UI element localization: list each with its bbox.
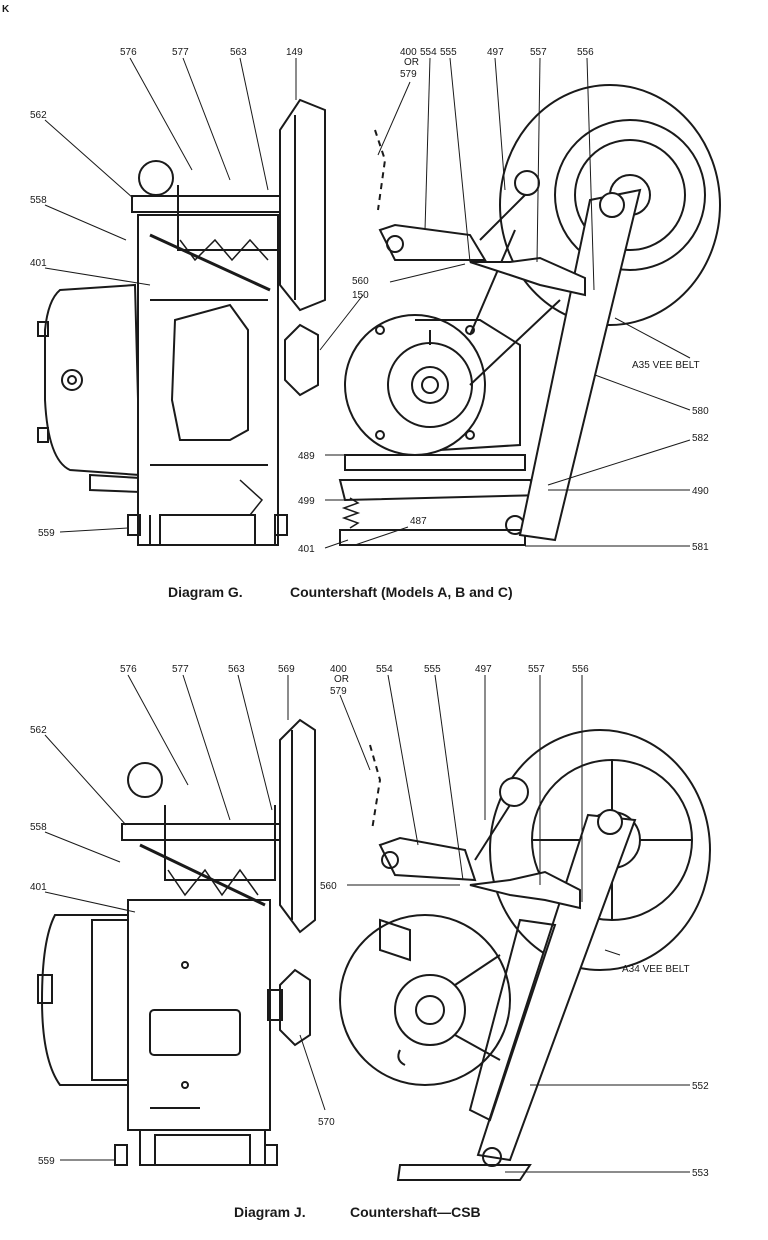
leader-lines — [44, 57, 691, 549]
label-554-j: 554 — [376, 664, 393, 675]
motor — [344, 314, 526, 471]
diagram-g-labels: 576 577 563 149 400 OR 579 554 555 497 5… — [30, 47, 709, 555]
label-563-j: 563 — [228, 664, 245, 675]
label-556-g: 556 — [577, 47, 594, 58]
diagram-j-labels: 576 577 563 569 400 OR 579 554 555 497 5… — [30, 664, 709, 1179]
gearbox-casing-j — [37, 914, 137, 1086]
label-553-j: 553 — [692, 1168, 709, 1179]
label-497-j: 497 — [475, 664, 492, 675]
label-570-j: 570 — [318, 1117, 335, 1128]
label-580-g: 580 — [692, 406, 709, 417]
motor-j — [339, 914, 511, 1086]
gearbox-casing — [37, 283, 142, 494]
leader-lines-j — [44, 674, 690, 1173]
label-577-g: 577 — [172, 47, 189, 58]
label-149-g: 149 — [286, 47, 303, 58]
label-489-g: 489 — [298, 451, 315, 462]
label-or-g: OR — [404, 57, 419, 68]
linkage-j — [369, 744, 581, 910]
label-400-j: 400 — [330, 664, 347, 675]
diagram-g — [37, 57, 721, 549]
label-401b-g: 401 — [298, 544, 315, 555]
label-559-j: 559 — [38, 1156, 55, 1167]
label-582-g: 582 — [692, 433, 709, 444]
label-552-j: 552 — [692, 1081, 709, 1092]
label-150-g: 150 — [352, 290, 369, 301]
label-581-g: 581 — [692, 542, 709, 553]
swing-arm — [518, 188, 642, 542]
label-560-g: 560 — [352, 276, 369, 287]
label-560-j: 560 — [320, 881, 337, 892]
diagram-j-caption: Diagram J. Countershaft—CSB — [234, 1204, 481, 1220]
label-558-j: 558 — [30, 822, 47, 833]
label-562-g: 562 — [30, 110, 47, 121]
caption-title-j: Countershaft—CSB — [350, 1204, 481, 1220]
swing-arm-j — [396, 809, 637, 1181]
label-576-j: 576 — [120, 664, 137, 675]
label-577-j: 577 — [172, 664, 189, 675]
motor-base-plate — [338, 479, 548, 546]
label-487-g: 487 — [410, 516, 427, 527]
label-554-g: 554 — [420, 47, 437, 58]
label-555-j: 555 — [424, 664, 441, 675]
label-400-g: 400 — [400, 47, 417, 58]
label-401-g: 401 — [30, 258, 47, 269]
label-557-g: 557 — [530, 47, 547, 58]
label-579-j: 579 — [330, 686, 347, 697]
countershaft-and-pulleys-j — [121, 718, 316, 1047]
caption-title-g: Countershaft (Models A, B and C) — [290, 584, 513, 600]
label-557-j: 557 — [528, 664, 545, 675]
belt-label-j: A34 VEE BELT — [622, 964, 690, 975]
label-579-g: 579 — [400, 69, 417, 80]
label-or-j: OR — [334, 674, 349, 685]
label-556-j: 556 — [572, 664, 589, 675]
caption-tag-j: Diagram J. — [234, 1204, 306, 1220]
linkage — [374, 129, 586, 297]
countershaft-and-pulleys — [131, 98, 326, 397]
countershaft-bracket-j — [114, 843, 278, 1166]
label-490-g: 490 — [692, 486, 709, 497]
diagram-g-caption: Diagram G. Countershaft (Models A, B and… — [168, 584, 513, 600]
countershaft-bracket — [127, 214, 288, 546]
caption-tag-g: Diagram G. — [168, 584, 243, 600]
label-559-g: 559 — [38, 528, 55, 539]
label-497-g: 497 — [487, 47, 504, 58]
label-576-g: 576 — [120, 47, 137, 58]
label-499-g: 499 — [298, 496, 315, 507]
diagram-j — [37, 674, 711, 1181]
label-558-g: 558 — [30, 195, 47, 206]
label-555-g: 555 — [440, 47, 457, 58]
label-563-g: 563 — [230, 47, 247, 58]
page-marker: K — [2, 4, 10, 15]
label-562-j: 562 — [30, 725, 47, 736]
label-401-j: 401 — [30, 882, 47, 893]
belt-label-g: A35 VEE BELT — [632, 360, 700, 371]
label-569-j: 569 — [278, 664, 295, 675]
